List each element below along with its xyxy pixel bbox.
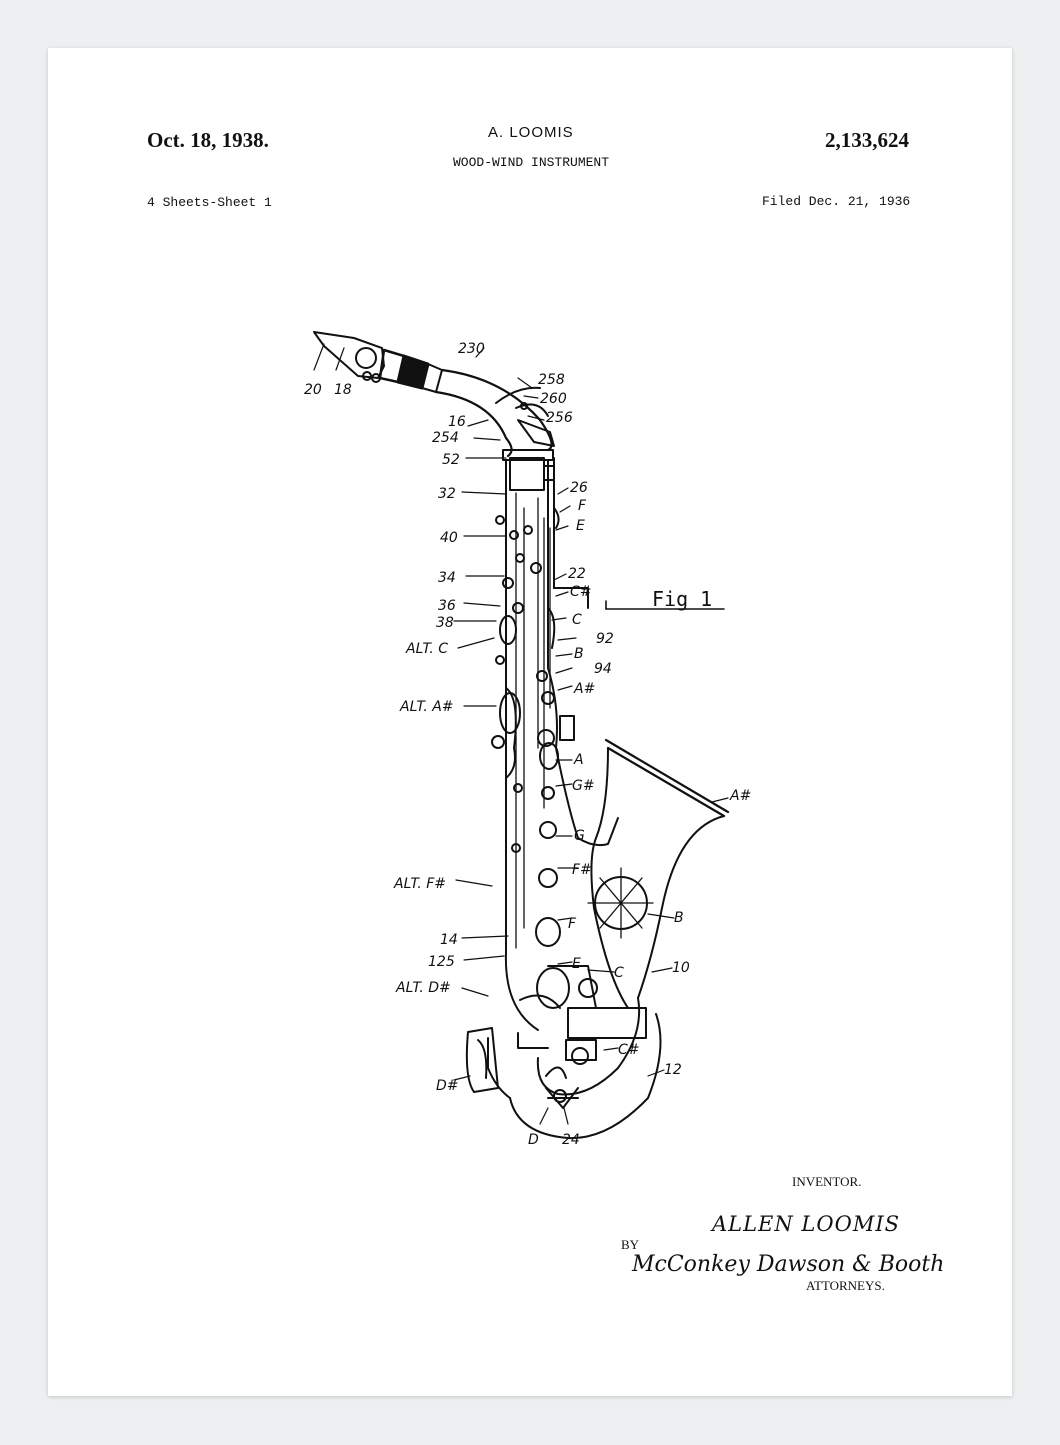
inventor-name: ALLEN LOOMIS [712,1212,900,1236]
label-260: 260 [540,391,567,407]
label-A-sharp-upper: A# [573,681,595,697]
label-36: 36 [438,598,456,614]
label-34: 34 [438,570,456,586]
label-E-lower: E [572,956,581,972]
label-F-lower: F [568,916,577,932]
label-D: D [528,1132,539,1148]
label-B-upper: B [574,646,584,662]
label-alt-a-sharp: ALT. A# [399,699,454,715]
label-254: 254 [432,430,459,446]
label-94: 94 [594,661,612,677]
label-258: 258 [538,372,565,388]
label-125: 125 [428,954,455,970]
mouthpiece-shape [313,331,385,379]
label-256: 256 [546,410,573,426]
label-38: 38 [436,615,454,631]
label-C-upper: C [572,612,582,628]
label-F-sharp: F# [572,862,592,878]
mouthpiece-window [355,347,377,369]
patent-sheet: Oct. 18, 1938. A. LOOMIS WOOD-WIND INSTR… [48,48,1012,1396]
label-E-upper: E [576,518,585,534]
label-26: 26 [570,480,588,496]
label-F-upper: F [578,498,587,514]
label-C-lower: C [614,965,624,981]
label-24: 24 [562,1132,580,1148]
label-14: 14 [440,932,458,948]
label-20: 20 [304,382,322,398]
label-40: 40 [440,530,458,546]
label-alt-c: ALT. C [405,641,448,657]
attorneys-signature: McConkey Dawson & Booth [632,1252,945,1277]
label-alt-f-sharp: ALT. F# [393,876,446,892]
label-G: G [574,828,585,844]
patent-date: Oct. 18, 1938. [147,128,269,152]
label-16: 16 [448,414,466,430]
label-230: 230 [458,341,485,357]
label-C-sharp-lower: C# [618,1042,640,1058]
patent-number: 2,133,624 [825,128,909,152]
label-10: 10 [672,960,690,976]
patent-title: WOOD-WIND INSTRUMENT [453,155,610,170]
label-B-lower: B [674,910,684,926]
part-labels: 230 20 18 258 260 256 16 254 52 32 26 F … [304,341,751,1148]
label-22: 22 [568,566,586,582]
label-G-sharp: G# [572,778,595,794]
label-A: A [573,752,584,768]
attorneys-label: ATTORNEYS. [806,1278,885,1293]
label-52: 52 [442,452,460,468]
by-label: BY [621,1237,640,1252]
filed-date: Filed Dec. 21, 1936 [762,194,911,209]
saxophone-drawing: 230 20 18 258 260 256 16 254 52 32 26 F … [304,331,751,1148]
label-12: 12 [664,1062,682,1078]
label-32: 32 [438,486,456,502]
label-92: 92 [596,631,614,647]
label-D-sharp: D# [436,1078,459,1094]
ligature-screw-1 [362,371,372,381]
label-18: 18 [334,382,352,398]
sheet-count: 4 Sheets-Sheet 1 [147,195,272,210]
label-alt-d-sharp: ALT. D# [395,980,451,996]
label-C-sharp-upper: C# [570,584,592,600]
label-A-sharp-bell: A# [729,788,751,804]
inventor-header: A. LOOMIS [488,124,574,141]
figure-label: Fig 1 [652,587,712,611]
inventor-label: INVENTOR. [792,1174,862,1189]
